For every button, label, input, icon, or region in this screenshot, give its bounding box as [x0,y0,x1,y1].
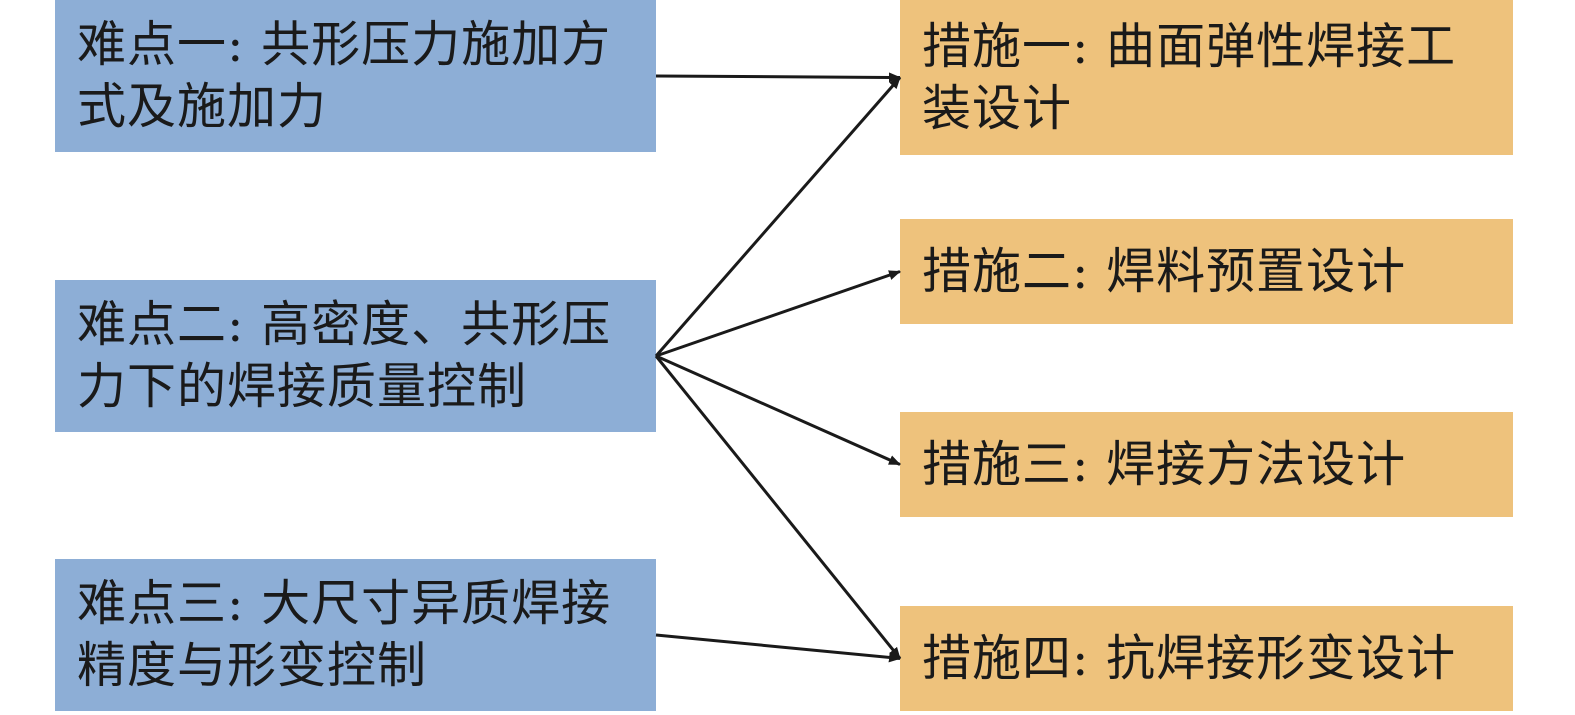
measure-box-4: 措施四: 抗焊接形变设计 [900,606,1513,711]
arrow-d3-to-m4 [655,633,901,663]
arrow-d2-to-m3 [655,354,901,466]
arrow-d2-to-m2 [655,270,901,358]
difficulty-box-3: 难点三: 大尺寸异质焊接精度与形变控制 [55,559,656,711]
difficulty-label-1: 难点一: 共形压力施加方式及施加力 [77,16,612,135]
difficulty-box-2: 难点二: 高密度、共形压力下的焊接质量控制 [55,280,656,432]
measure-label-4: 措施四: 抗焊接形变设计 [922,629,1457,687]
arrow-d1-to-m1 [655,72,901,83]
arrow-d2-to-m1 [654,76,902,357]
measure-box-3: 措施三: 焊接方法设计 [900,412,1513,517]
measure-box-2: 措施二: 焊料预置设计 [900,219,1513,324]
difficulty-box-1: 难点一: 共形压力施加方式及施加力 [55,0,656,152]
measure-label-1: 措施一: 曲面弹性焊接工装设计 [922,17,1457,137]
measure-label-3: 措施三: 焊接方法设计 [922,435,1407,493]
arrow-d2-to-m4 [654,355,902,660]
difficulty-label-3: 难点三: 大尺寸异质焊接精度与形变控制 [77,575,612,694]
measure-label-2: 措施二: 焊料预置设计 [922,242,1407,300]
difficulty-label-2: 难点二: 高密度、共形压力下的焊接质量控制 [77,296,612,415]
measure-box-1: 措施一: 曲面弹性焊接工装设计 [900,0,1513,155]
